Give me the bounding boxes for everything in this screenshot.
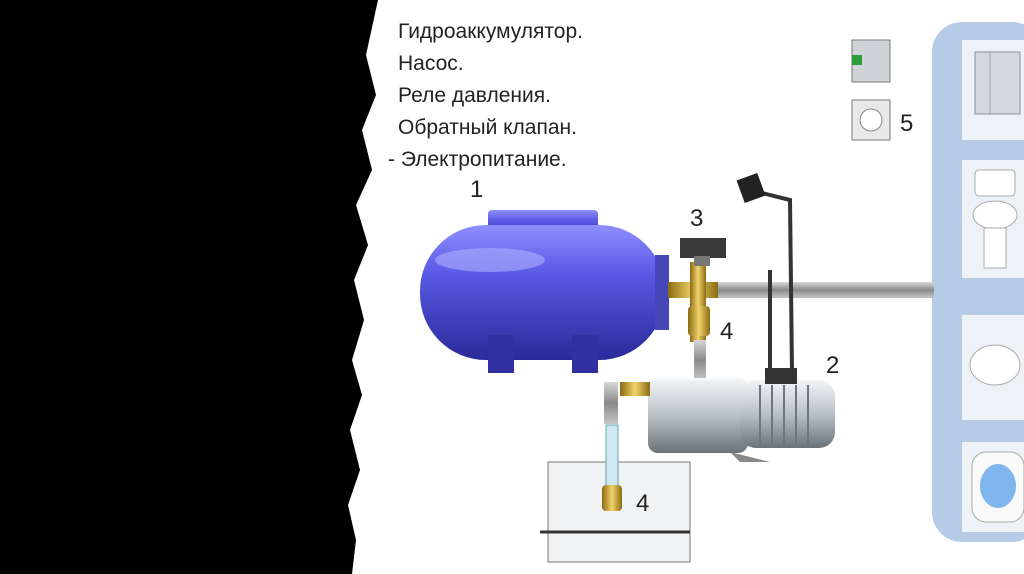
- supply-pipe: [712, 282, 934, 298]
- legend-item-3: Реле давления.: [398, 80, 583, 112]
- legend-item-5: - Электропитание.: [388, 144, 583, 176]
- callout-3: 3: [690, 205, 703, 233]
- socket-icon: [852, 100, 890, 140]
- callout-4-valve: 4: [720, 318, 733, 346]
- callout-5: 5: [900, 110, 913, 138]
- toilet-icon: [962, 160, 1024, 278]
- water-heater-icon: [962, 442, 1024, 532]
- legend-item-1: Гидроаккумулятор.: [398, 16, 583, 48]
- check-valve-icon: [688, 306, 710, 336]
- callout-4-well: 4: [636, 490, 649, 518]
- callout-2: 2: [826, 352, 839, 380]
- sink-icon: [962, 315, 1024, 420]
- legend-item-2: Насос.: [398, 48, 583, 80]
- legend: Гидроаккумулятор. Насос. Реле давления. …: [398, 16, 583, 176]
- legend-item-4: Обратный клапан.: [398, 112, 583, 144]
- pressure-tank-icon: [420, 210, 669, 373]
- breaker-icon: [852, 40, 890, 82]
- callout-1: 1: [470, 176, 483, 204]
- shower-cabin-icon: [962, 40, 1024, 140]
